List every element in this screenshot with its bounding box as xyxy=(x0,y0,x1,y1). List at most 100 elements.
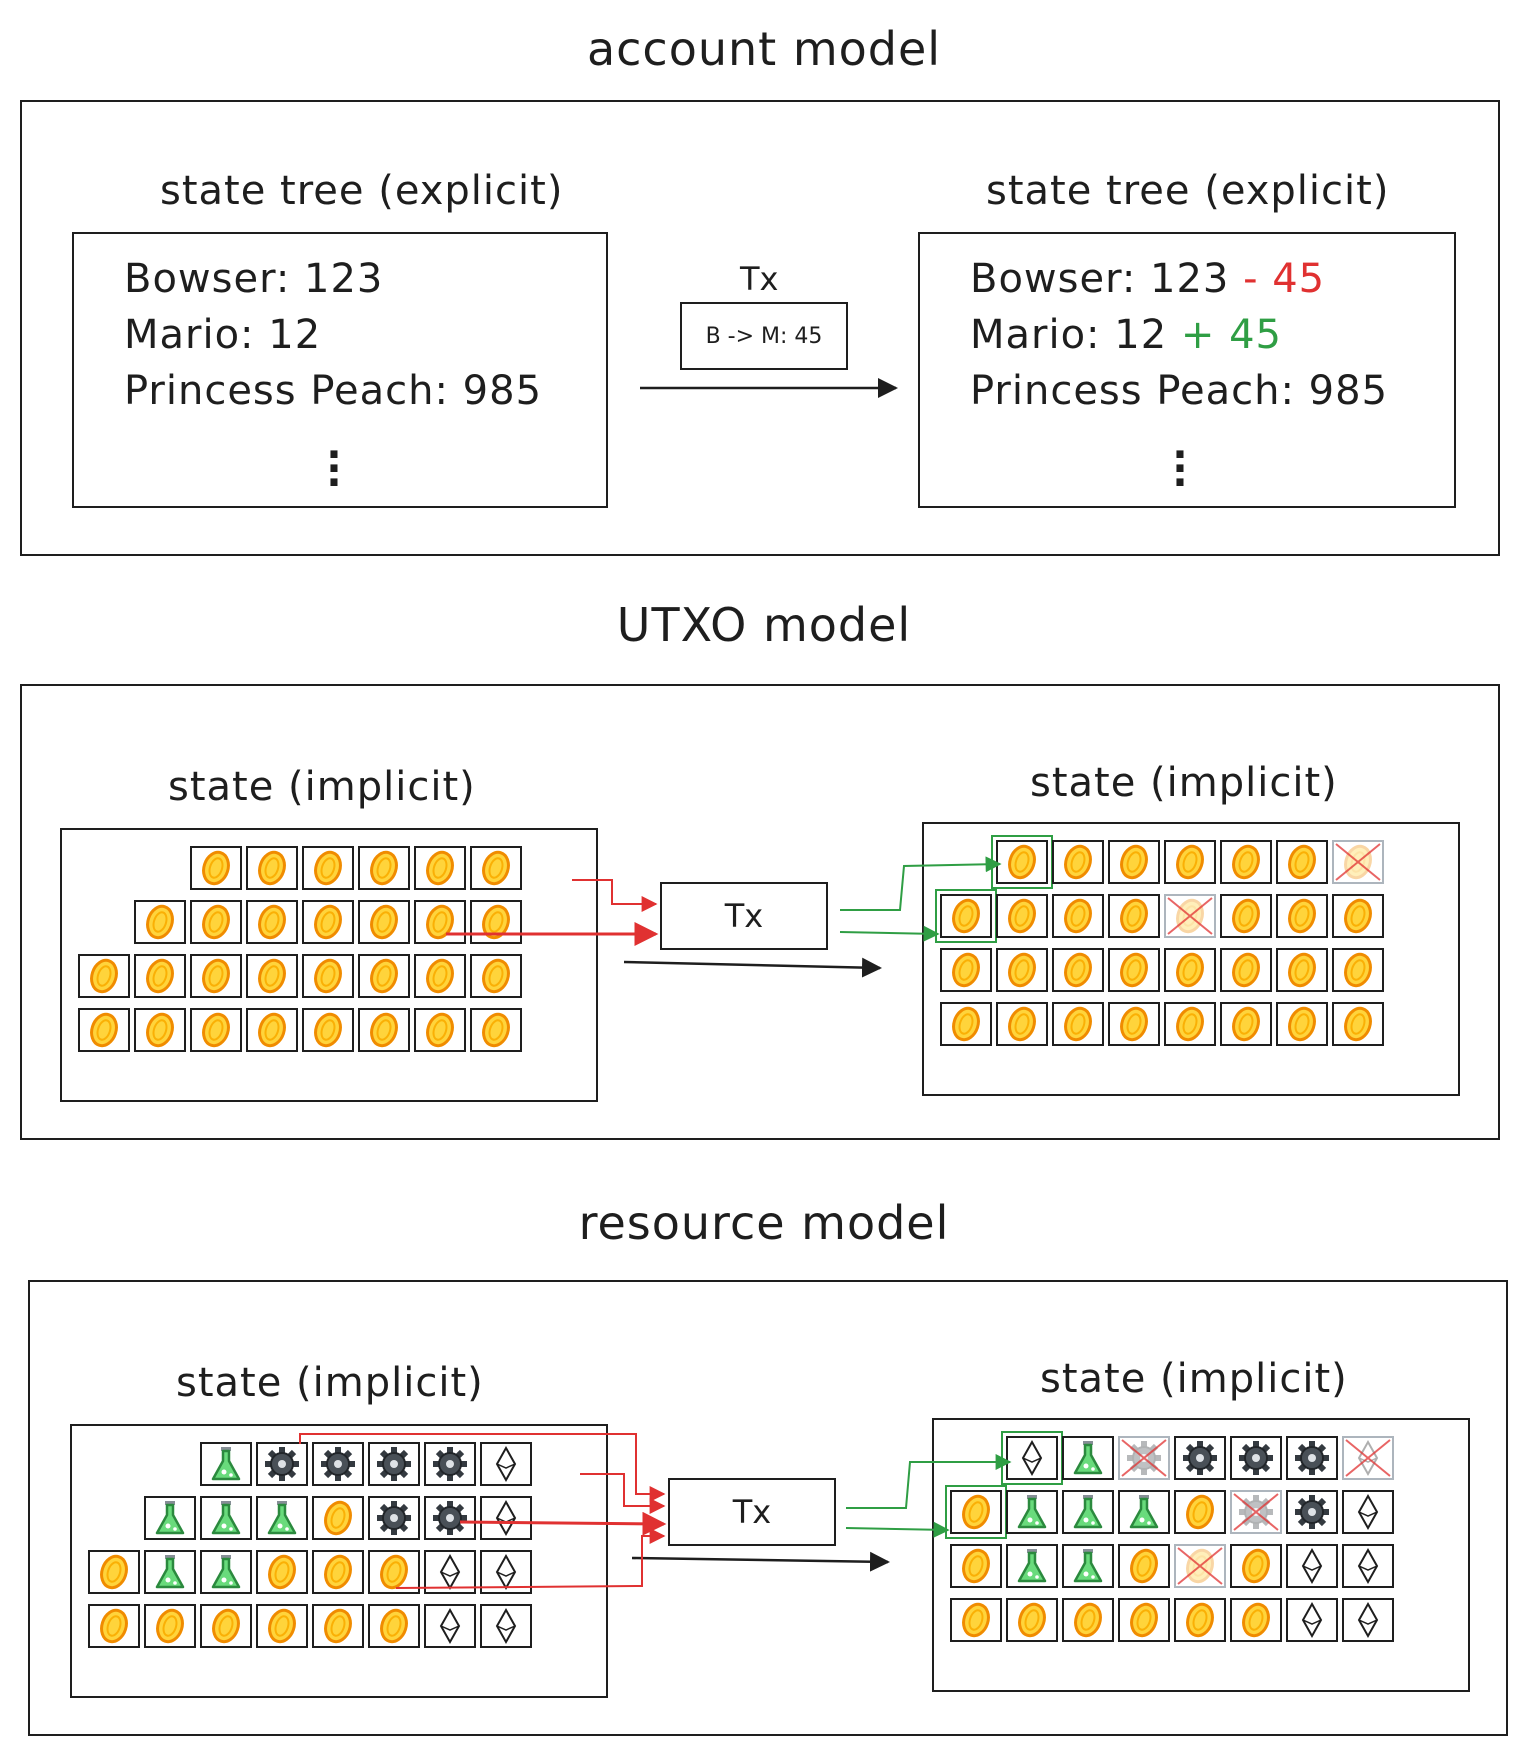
account-model-panel xyxy=(20,100,1500,556)
gear-icon xyxy=(433,1501,467,1535)
utxo-right-caption: state (implicit) xyxy=(1030,760,1338,806)
gear-icon xyxy=(321,1447,355,1481)
coin-icon xyxy=(1186,1494,1214,1530)
account-right-row-bowser: Bowser: 123 - 45 xyxy=(970,256,1325,302)
coin-icon xyxy=(100,1554,128,1590)
utxo-right-cell xyxy=(996,1002,1048,1046)
coin-icon xyxy=(1176,844,1204,880)
account-left-row-mario: Mario: 12 xyxy=(124,312,322,358)
coin-icon xyxy=(370,904,398,940)
flask-icon xyxy=(1017,1495,1047,1529)
ethereum-diamond-icon xyxy=(495,1445,517,1483)
flask-icon xyxy=(1129,1495,1159,1529)
resource-left-cell xyxy=(480,1604,532,1648)
utxo-tx-label: Tx xyxy=(724,897,764,935)
account-left-row-peach: Princess Peach: 985 xyxy=(124,368,543,414)
utxo-left-cell xyxy=(414,1008,466,1052)
coin-icon xyxy=(1064,952,1092,988)
coin-icon xyxy=(370,958,398,994)
utxo-right-cell xyxy=(1276,1002,1328,1046)
utxo-left-cell xyxy=(190,954,242,998)
ethereum-diamond-icon xyxy=(1357,1547,1379,1585)
utxo-right-cell xyxy=(1276,948,1328,992)
utxo-right-cell xyxy=(940,948,992,992)
resource-right-cell xyxy=(1286,1490,1338,1534)
coin-icon xyxy=(268,1608,296,1644)
resource-left-cell xyxy=(144,1496,196,1540)
account-right-row-bowser-base: Bowser: 123 xyxy=(970,256,1230,302)
resource-left-cell xyxy=(312,1442,364,1486)
coin-icon xyxy=(1344,1006,1372,1042)
utxo-right-cell xyxy=(1164,1002,1216,1046)
flask-icon xyxy=(155,1501,185,1535)
ethereum-diamond-icon xyxy=(495,1499,517,1537)
flask-icon xyxy=(267,1501,297,1535)
resource-left-cell xyxy=(312,1550,364,1594)
account-left-state-box xyxy=(72,232,608,508)
coin-icon xyxy=(202,1012,230,1048)
utxo-left-caption: state (implicit) xyxy=(168,764,476,810)
coin-icon xyxy=(1120,844,1148,880)
resource-right-cell xyxy=(1286,1436,1338,1480)
resource-left-cell xyxy=(480,1442,532,1486)
ethereum-diamond-icon xyxy=(439,1553,461,1591)
utxo-left-cell xyxy=(190,900,242,944)
resource-left-cell xyxy=(88,1550,140,1594)
coin-icon xyxy=(314,904,342,940)
resource-right-cell xyxy=(1174,1490,1226,1534)
coin-icon xyxy=(268,1554,296,1590)
utxo-left-cell xyxy=(78,954,130,998)
coin-icon xyxy=(426,904,454,940)
utxo-right-cell xyxy=(1052,1002,1104,1046)
utxo-right-cell xyxy=(1164,894,1216,938)
utxo-left-cell xyxy=(246,846,298,890)
resource-left-cell xyxy=(144,1550,196,1594)
utxo-left-cell xyxy=(470,900,522,944)
coin-icon xyxy=(962,1548,990,1584)
coin-icon xyxy=(1064,844,1092,880)
ethereum-diamond-icon xyxy=(1021,1439,1043,1477)
resource-right-cell xyxy=(1342,1490,1394,1534)
coin-icon xyxy=(962,1602,990,1638)
coin-icon xyxy=(482,958,510,994)
coin-icon xyxy=(1120,898,1148,934)
utxo-right-cell xyxy=(935,889,997,943)
utxo-right-cell xyxy=(1220,1002,1272,1046)
coin-icon xyxy=(202,850,230,886)
utxo-right-cell xyxy=(1164,948,1216,992)
resource-left-cell xyxy=(424,1550,476,1594)
coin-icon xyxy=(1232,952,1260,988)
gear-icon xyxy=(1239,1441,1273,1475)
utxo-left-cell xyxy=(414,846,466,890)
utxo-right-cell xyxy=(1276,894,1328,938)
coin-icon xyxy=(1288,1006,1316,1042)
coin-icon xyxy=(1130,1548,1158,1584)
coin-icon xyxy=(1008,898,1036,934)
resource-right-cell xyxy=(1230,1436,1282,1480)
gear-icon-consumed xyxy=(1233,1493,1279,1531)
utxo-left-cell xyxy=(190,1008,242,1052)
coin-icon xyxy=(202,958,230,994)
resource-right-cell xyxy=(1118,1436,1170,1480)
flask-icon xyxy=(211,1555,241,1589)
coin-icon xyxy=(482,1012,510,1048)
utxo-left-cell xyxy=(246,1008,298,1052)
coin-icon xyxy=(258,958,286,994)
coin-icon xyxy=(952,898,980,934)
flask-icon xyxy=(1073,1549,1103,1583)
utxo-right-cell xyxy=(1108,894,1160,938)
gear-icon xyxy=(1295,1495,1329,1529)
utxo-left-cell xyxy=(358,1008,410,1052)
coin-icon xyxy=(258,1012,286,1048)
resource-right-cell xyxy=(1230,1544,1282,1588)
resource-left-cell xyxy=(200,1604,252,1648)
utxo-tx-box: Tx xyxy=(660,882,828,950)
ethereum-diamond-icon xyxy=(439,1607,461,1645)
resource-right-cell xyxy=(1230,1598,1282,1642)
coin-icon xyxy=(1064,898,1092,934)
utxo-right-cell xyxy=(1220,948,1272,992)
coin-icon xyxy=(90,1012,118,1048)
coin-icon xyxy=(314,850,342,886)
utxo-left-cell xyxy=(134,954,186,998)
coin-icon xyxy=(1130,1602,1158,1638)
